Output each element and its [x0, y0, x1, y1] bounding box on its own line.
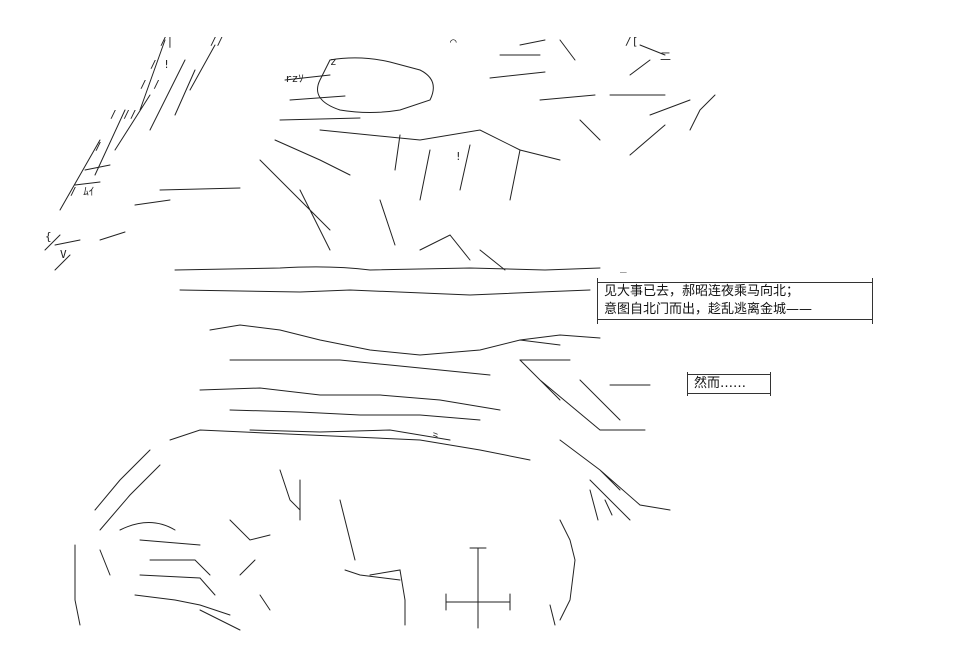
- top-right-lines: [489, 39, 716, 156]
- svg-text:/ //: / //: [110, 108, 137, 121]
- svg-text:!: !: [455, 150, 462, 163]
- svg-text:二: 二: [660, 50, 671, 63]
- bubble-bottom-border: [598, 319, 872, 320]
- dialogue-line-1: 见大事已去，郝昭连夜乘马向北；: [604, 284, 800, 299]
- bottom-marks: [549, 489, 613, 626]
- svg-text:/[: /[: [625, 35, 638, 48]
- bubble-top-border: [598, 282, 872, 283]
- lower-left-debris: [74, 449, 406, 631]
- svg-text:z: z: [330, 55, 337, 68]
- svg-text:⌒: ⌒: [450, 35, 457, 48]
- rider-and-horse: [169, 57, 601, 461]
- svg-text:V: V: [60, 248, 67, 261]
- speech-bubble-main: 见大事已去，郝昭连夜乘马向北； 意图自北门而出，趁乱逃离金城——: [597, 278, 873, 324]
- svg-text:{: {: [45, 230, 52, 243]
- svg-text:rzｿ: rzｿ: [285, 72, 304, 85]
- dialogue-line-2: 意图自北门而出，趁乱逃离金城——: [604, 302, 813, 317]
- dialogue-aside: 然而……: [694, 376, 747, 391]
- sword-cross-icon: [445, 547, 511, 629]
- svg-text:/ ﾑｲ: / ﾑｲ: [70, 185, 94, 198]
- svg-text:/ /: / /: [140, 78, 160, 91]
- svg-text:/: /: [95, 140, 102, 153]
- svg-text:/|: /|: [160, 35, 173, 48]
- bubble-bottom-border: [688, 393, 770, 394]
- svg-text:_: _: [620, 260, 627, 273]
- speech-bubble-aside: 然而……: [687, 372, 771, 396]
- right-speed-lines: [519, 359, 671, 621]
- svg-text://: //: [210, 35, 223, 48]
- svg-text:/ !: / !: [150, 58, 170, 71]
- left-speed-lines: [44, 39, 241, 271]
- svg-text:⺀: ⺀: [430, 430, 441, 443]
- bubble-top-border: [688, 374, 770, 375]
